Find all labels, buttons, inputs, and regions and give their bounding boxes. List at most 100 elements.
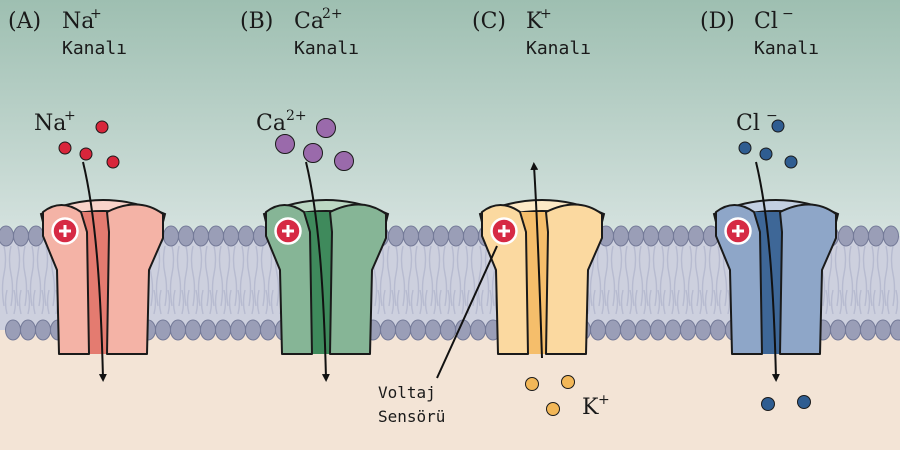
- sensor-pointer-line: [436, 245, 498, 379]
- ion-flow-arrow: [305, 161, 330, 382]
- lipid-head: [35, 319, 51, 341]
- sodium-ion: [106, 155, 120, 169]
- calcium-ion: [303, 143, 323, 163]
- voltage-sensor-label-line2: Sensörü: [378, 407, 445, 426]
- panel-channel-word: Kanalı: [526, 38, 591, 59]
- lipid-tail: [435, 245, 441, 307]
- lipid-tail: [484, 245, 490, 307]
- lipid-tail: [676, 289, 680, 315]
- lipid-tail: [251, 289, 255, 315]
- lipid-head: [0, 225, 14, 247]
- chloride-ion: [761, 397, 775, 411]
- lipid-tail: [414, 245, 420, 307]
- lipid-head: [883, 225, 899, 247]
- lipid-tail: [379, 245, 385, 307]
- lipid-tail: [685, 289, 689, 315]
- lipid-head: [628, 225, 644, 247]
- lipid-tail: [246, 245, 252, 307]
- lipid-head: [605, 319, 621, 341]
- lipid-tail: [438, 289, 442, 315]
- lipid-tail: [881, 289, 885, 315]
- panel-ion-charge: +: [90, 6, 102, 22]
- panel-channel-word: Kanalı: [62, 38, 127, 59]
- plus-sign: [498, 225, 510, 237]
- panel-ion-title: Na: [62, 9, 94, 34]
- lipid-tail: [419, 289, 423, 315]
- lipid-tail: [400, 245, 406, 307]
- lipid-tail: [489, 289, 493, 315]
- lipid-tail: [172, 289, 176, 315]
- lipid-tail: [466, 289, 470, 315]
- lipid-head: [710, 319, 726, 341]
- panel-letter: (B): [240, 9, 273, 34]
- lipid-tail: [232, 245, 238, 307]
- lipid-tail: [242, 289, 246, 315]
- ion-flow-arrow: [530, 162, 543, 359]
- lipid-head: [868, 225, 884, 247]
- lipid-head: [380, 319, 396, 341]
- lipid-head: [410, 319, 426, 341]
- lipid-tail: [853, 289, 857, 315]
- lipid-tail: [153, 289, 157, 315]
- lipid-head: [433, 225, 449, 247]
- lipid-tail: [237, 289, 241, 315]
- lipid-tail: [158, 289, 162, 315]
- lipid-tail: [428, 245, 434, 307]
- lipid-tail: [687, 245, 693, 307]
- lipid-head: [5, 319, 21, 341]
- lipid-tail: [862, 245, 868, 307]
- calcium-ion: [334, 151, 354, 171]
- lipid-tail: [713, 289, 717, 315]
- lipid-tail: [596, 245, 602, 307]
- lipid-head: [673, 225, 689, 247]
- lipid-tail: [601, 289, 605, 315]
- lipid-tail: [449, 245, 455, 307]
- lipid-tail: [456, 245, 462, 307]
- channel-panel-4: (D)Cl−Kanalı: [700, 6, 840, 382]
- ion-label-charge: −: [766, 108, 778, 124]
- lipid-tail: [704, 289, 708, 315]
- lipid-tail: [643, 289, 647, 315]
- lipid-tail: [46, 289, 50, 315]
- lipid-tail: [377, 289, 381, 315]
- lipid-tail: [890, 245, 896, 307]
- lipid-tail: [228, 289, 232, 315]
- lipid-head: [875, 319, 891, 341]
- lipid-tail: [447, 289, 451, 315]
- potassium-ion: [546, 402, 560, 416]
- lipid-tail: [223, 289, 227, 315]
- calcium-ion: [316, 118, 336, 138]
- ion-label: Cl: [736, 111, 760, 136]
- panel-ion-charge: −: [782, 6, 794, 22]
- lipid-tail: [265, 289, 269, 315]
- lipid-tail: [162, 245, 168, 307]
- chloride-ion: [738, 141, 752, 155]
- lipid-tail: [671, 289, 675, 315]
- lipid-tail: [610, 245, 616, 307]
- potassium-ion: [561, 375, 575, 389]
- lipid-tail: [225, 245, 231, 307]
- lipid-tail: [452, 289, 456, 315]
- lipid-tail: [827, 245, 833, 307]
- lipid-head: [448, 225, 464, 247]
- lipid-tail: [872, 289, 876, 315]
- channel-panel-1: (A)Na+Kanalı: [8, 6, 167, 382]
- lipid-tail: [680, 245, 686, 307]
- lipid-tail: [690, 289, 694, 315]
- lipid-tail: [629, 289, 633, 315]
- ion-label: K: [582, 395, 599, 420]
- lipid-tail: [694, 245, 700, 307]
- lipid-tail: [895, 289, 899, 315]
- lipid-head: [613, 225, 629, 247]
- lipid-head: [223, 225, 239, 247]
- chloride-ion: [759, 147, 773, 161]
- lipid-tail: [886, 289, 890, 315]
- lipid-tail: [718, 289, 722, 315]
- lipid-tail: [197, 245, 203, 307]
- lipid-tail: [41, 289, 45, 315]
- lipid-tail: [830, 289, 834, 315]
- voltage-sensor-label-line1: Voltaj: [378, 383, 436, 402]
- lipid-tail: [270, 289, 274, 315]
